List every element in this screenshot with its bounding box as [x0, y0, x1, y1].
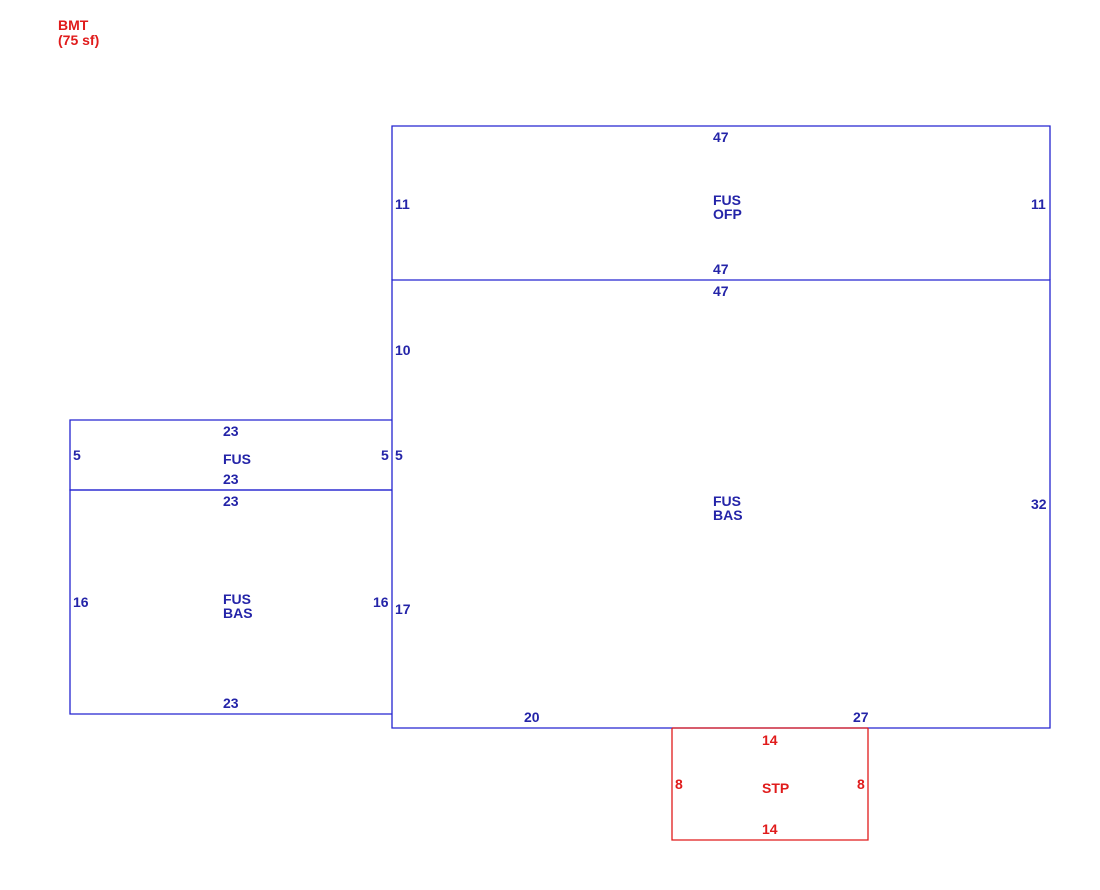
stp-bottom-dimension: 14	[762, 821, 778, 837]
area-bas-left: 23 16 16 FUS BAS 23	[69, 489, 392, 715]
bas-left-bottom-dimension: 23	[223, 695, 239, 711]
bmt-area-label: (75 sf)	[58, 32, 99, 48]
stp-left-dimension: 8	[675, 776, 683, 792]
stp-right-dimension: 8	[857, 776, 865, 792]
bas-main-right-dimension: 32	[1031, 496, 1047, 512]
bmt-legend: BMT (75 sf)	[58, 17, 99, 48]
bas-left-right-dimension: 16	[373, 594, 389, 610]
fus-small-level-label: FUS	[223, 451, 251, 467]
bas-left-left-dimension: 16	[73, 594, 89, 610]
stp-outline	[671, 728, 869, 841]
fus-small-right-dimension: 5	[381, 447, 389, 463]
bas-main-bottom-right-dimension: 27	[853, 709, 869, 725]
ofp-type-label: OFP	[713, 206, 742, 222]
area-bas-main: 47 10 5 17 32 FUS BAS 20 27	[391, 279, 1051, 729]
ofp-bottom-dimension: 47	[713, 261, 729, 277]
ofp-left-dimension: 11	[395, 196, 410, 212]
bas-main-left-mid-dimension: 5	[395, 447, 403, 463]
bas-main-top-dimension: 47	[713, 283, 729, 299]
area-fus-small: 23 5 5 FUS 23	[69, 419, 392, 491]
bas-left-type-label: BAS	[223, 605, 253, 621]
ofp-top-dimension: 47	[713, 129, 729, 145]
bas-left-level-label: FUS	[223, 591, 251, 607]
area-stp: 14 8 8 STP 14	[671, 727, 869, 841]
fus-small-left-dimension: 5	[73, 447, 81, 463]
bas-main-level-label: FUS	[713, 493, 741, 509]
area-ofp: 47 11 11 FUS OFP 47	[391, 125, 1051, 280]
fus-small-bottom-dimension: 23	[223, 471, 239, 487]
fus-small-top-dimension: 23	[223, 423, 239, 439]
bmt-label: BMT	[58, 17, 89, 33]
bas-main-outline	[391, 279, 1051, 729]
bas-main-type-label: BAS	[713, 507, 743, 523]
bas-main-bottom-left-dimension: 20	[524, 709, 540, 725]
bas-main-left-lower-dimension: 17	[395, 601, 411, 617]
stp-type-label: STP	[762, 780, 789, 796]
ofp-outline	[391, 125, 1051, 280]
ofp-right-dimension: 11	[1031, 196, 1046, 212]
bas-left-outline	[69, 489, 392, 715]
stp-top-dimension: 14	[762, 732, 778, 748]
bas-main-left-upper-dimension: 10	[395, 342, 411, 358]
bas-left-top-dimension: 23	[223, 493, 239, 509]
ofp-level-label: FUS	[713, 192, 741, 208]
